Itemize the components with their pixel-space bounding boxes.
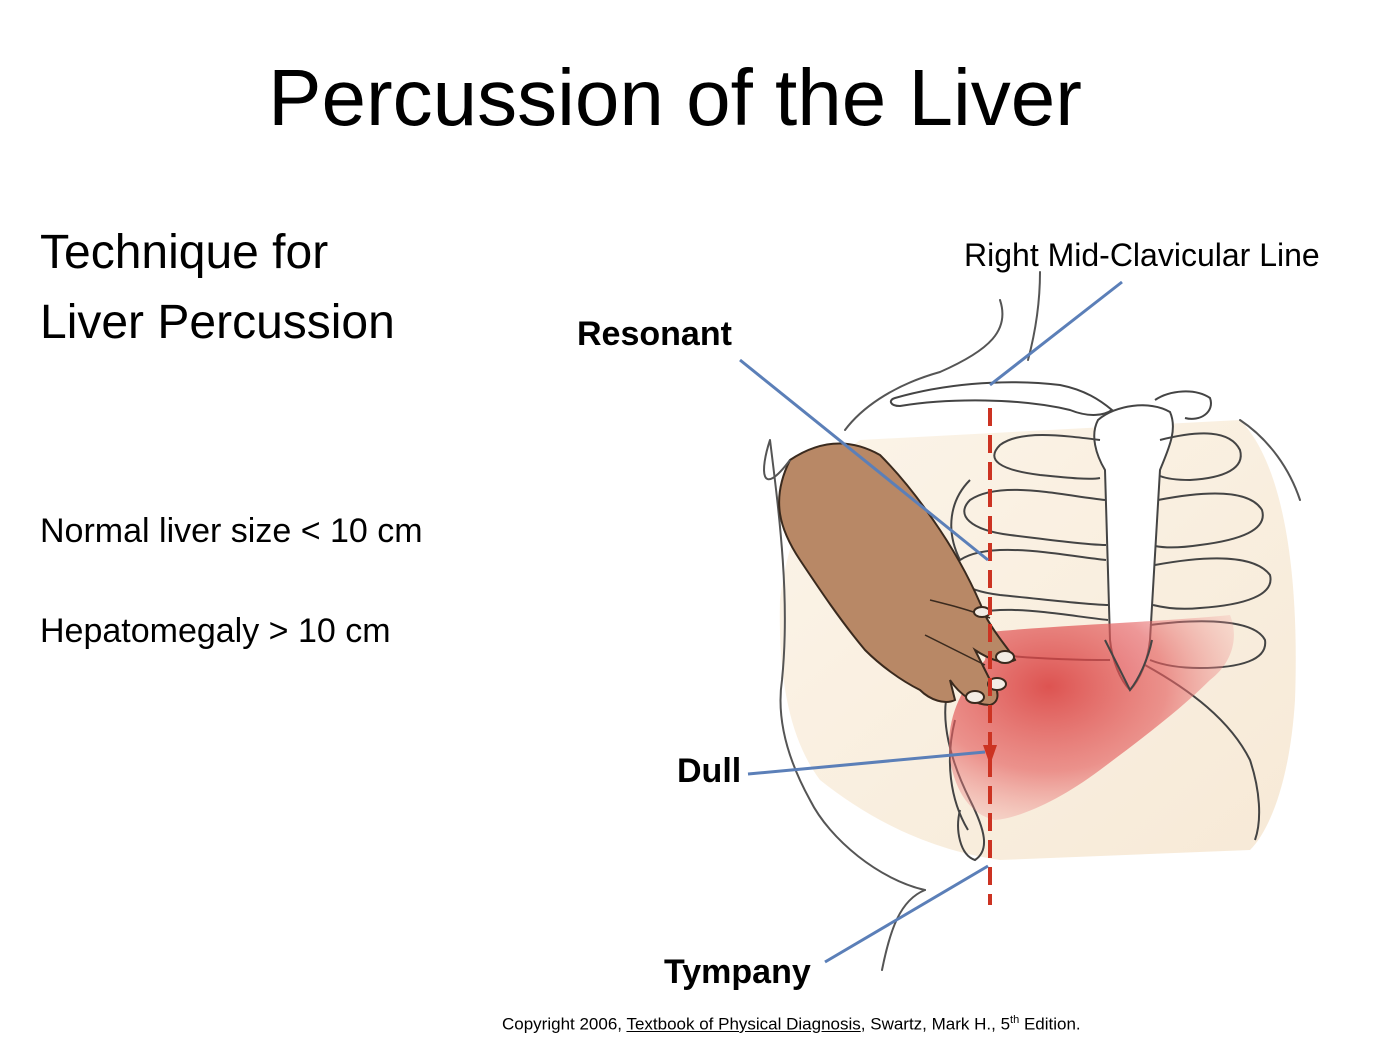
copyright-citation: Copyright 2006, Textbook of Physical Dia… <box>502 1014 1081 1035</box>
tympany-leader <box>824 864 989 964</box>
liver-dullness-area <box>949 615 1234 820</box>
examiner-hand <box>778 442 1017 707</box>
dull-label: Dull <box>677 752 742 790</box>
tympany-label: Tympany <box>664 953 811 991</box>
examiner-sleeve <box>763 439 791 481</box>
normal-liver-size-text: Normal liver size < 10 cm <box>40 512 423 550</box>
copyright-prefix: Copyright 2006, <box>502 1014 627 1034</box>
copyright-suffix: Edition. <box>1019 1014 1081 1034</box>
subheading: Technique for Liver Percussion <box>40 218 395 358</box>
resonant-label: Resonant <box>577 315 732 353</box>
dull-leader <box>747 750 986 776</box>
hepatomegaly-text: Hepatomegaly > 10 cm <box>40 612 391 650</box>
midclavicular-line-label: Right Mid-Clavicular Line <box>964 237 1320 273</box>
copyright-author: , Swartz, Mark H., 5 <box>860 1014 1011 1034</box>
right-clavicle <box>889 381 1114 416</box>
midclavicular-leader <box>989 280 1123 387</box>
leader-lines <box>739 280 1123 964</box>
slide-title: Percussion of the Liver <box>268 53 1082 142</box>
resonant-leader <box>739 358 989 562</box>
subheading-line-1: Technique for <box>40 226 329 279</box>
book-title: Textbook of Physical Diagnosis <box>626 1014 861 1034</box>
subheading-line-2: Liver Percussion <box>40 296 395 349</box>
edition-superscript: th <box>1010 1014 1020 1026</box>
percussion-direction-arrow <box>983 745 997 765</box>
